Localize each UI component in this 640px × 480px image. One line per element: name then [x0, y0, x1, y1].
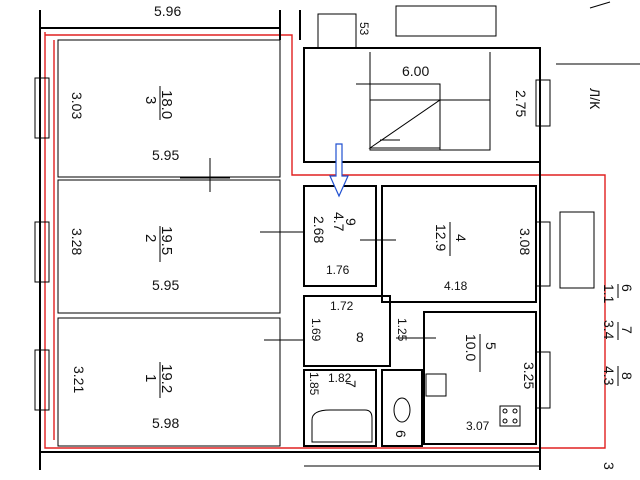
room-4-area: 12.9 [433, 224, 449, 251]
top-width-label: 5.96 [154, 3, 181, 19]
entrance-arrow-icon [329, 143, 349, 198]
room-1-number: 1 [142, 374, 159, 382]
stair-steps [369, 52, 491, 151]
room-4-number: 4 [453, 234, 469, 242]
room-7-width: 1.82 [328, 371, 352, 385]
stair-width-label: 2.75 [513, 90, 529, 117]
balcony [559, 211, 595, 289]
side-fraction-7-den: 3.4 [601, 320, 617, 340]
room-8-number: 8 [356, 329, 364, 345]
stair-length-label: 6.00 [402, 63, 429, 79]
side-fraction-6-den: 1.1 [601, 284, 617, 304]
room-4-depth: 3.08 [517, 228, 533, 255]
room-9-depth: 2.68 [311, 216, 327, 243]
room-4-outline [381, 185, 537, 303]
room-2-area: 19.5 [158, 226, 175, 255]
room-3-number: 3 [142, 96, 159, 104]
window-left-3 [34, 349, 50, 411]
window-left-1 [34, 77, 50, 139]
red-boundary-line [44, 32, 606, 449]
room-2-depth: 3.28 [69, 228, 85, 255]
window-right-2 [535, 221, 551, 287]
room-1-outline [57, 317, 281, 447]
window-right-3 [535, 351, 551, 409]
room-8-outline [303, 295, 391, 367]
room-5-extra: 1.25 [395, 318, 409, 342]
room-5-number: 5 [483, 342, 499, 350]
stair-triangle [368, 99, 441, 149]
top-small-label: 53 [357, 22, 371, 36]
room-3-area: 18.0 [158, 90, 175, 119]
room-5-depth: 3.25 [521, 362, 537, 389]
room-4-width: 4.18 [444, 279, 468, 293]
room-5-area: 10.0 [463, 334, 479, 361]
room-7-outline [303, 369, 377, 447]
stove-icon [499, 405, 521, 427]
room-9-number: 9 [343, 218, 359, 226]
bottom-right-mark: 3 [601, 462, 617, 470]
room-1-area: 19.2 [158, 364, 175, 393]
room-1-depth: 3.21 [71, 366, 87, 393]
stair-left-step [317, 13, 357, 49]
sink-icon [425, 373, 447, 397]
room-3-depth: 3.03 [69, 92, 85, 119]
room-9-area: 4.7 [331, 212, 347, 232]
room-7-number: 7 [343, 380, 359, 388]
side-fraction-7-num: 7 [619, 326, 635, 334]
room-2-number: 2 [142, 234, 159, 242]
room-2-outline [57, 179, 281, 314]
room-3-outline [57, 39, 281, 178]
top-right-fixture [395, 5, 497, 37]
bathtub-icon [311, 409, 373, 443]
top-right-corner [589, 1, 611, 9]
room-6-outline [381, 369, 423, 447]
room-2-width: 5.95 [152, 277, 179, 293]
room-5-outline [423, 311, 537, 445]
room-5-width: 3.07 [466, 419, 490, 433]
side-fraction-8-den: 4.3 [601, 366, 617, 386]
room-1-width: 5.98 [152, 415, 179, 431]
room-9-width: 1.76 [326, 263, 350, 277]
window-right-1 [535, 79, 551, 127]
room-8-width: 1.72 [330, 299, 354, 313]
side-fraction-8-num: 8 [619, 372, 635, 380]
window-left-2 [34, 221, 50, 283]
toilet-icon [393, 397, 411, 423]
side-fraction-6-num: 6 [619, 284, 635, 292]
room-7-depth: 1.85 [307, 372, 321, 396]
room-3-width: 5.95 [152, 147, 179, 163]
room-6-number: 6 [393, 430, 409, 438]
stair-annot-label: Л/К [587, 88, 603, 110]
room-8-depth: 1.69 [309, 318, 323, 342]
